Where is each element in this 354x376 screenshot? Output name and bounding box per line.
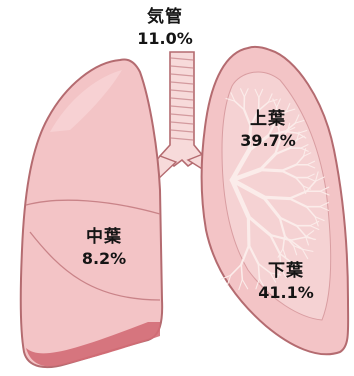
- bronchiole: [260, 170, 282, 171]
- middle-lobe-label: 中葉 8.2%: [64, 228, 144, 268]
- upper-lobe-name: 上葉: [228, 110, 308, 130]
- trachea-percent: 11.0%: [125, 30, 205, 48]
- left-lung: [202, 47, 349, 354]
- bronchiole: [248, 217, 249, 246]
- upper-lobe-label: 上葉 39.7%: [228, 110, 308, 150]
- bronchiole: [241, 265, 242, 280]
- middle-lobe-name: 中葉: [64, 228, 144, 248]
- trachea-name: 気管: [125, 8, 205, 28]
- trachea-label: 気管 11.0%: [125, 8, 205, 48]
- lower-lobe-label: 下葉 41.1%: [246, 262, 326, 302]
- right-lung: [21, 60, 162, 368]
- upper-lobe-percent: 39.7%: [228, 132, 308, 150]
- middle-lobe-percent: 8.2%: [64, 250, 144, 268]
- lower-lobe-percent: 41.1%: [246, 284, 326, 302]
- lower-lobe-name: 下葉: [246, 262, 326, 282]
- bronchiole: [264, 197, 290, 198]
